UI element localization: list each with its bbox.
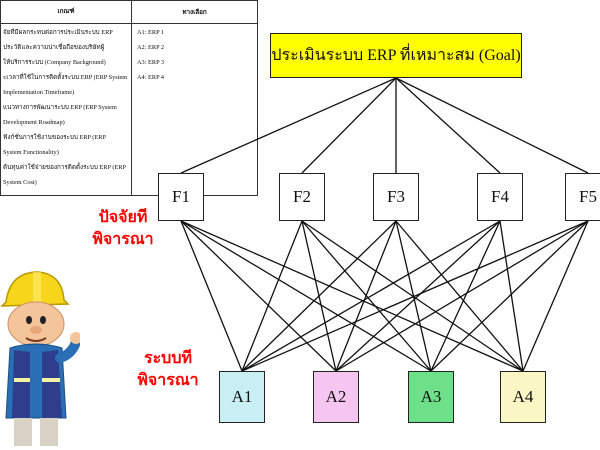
- f2-to-a1-line: [241, 220, 303, 372]
- factor-f5: F5: [565, 173, 600, 221]
- alternative-item: A3: ERP 3: [137, 59, 165, 66]
- systems-label-line2: พิจารณา: [137, 370, 199, 389]
- criteria-line: ให้บริการระบบ (Company Background): [3, 59, 106, 66]
- header-alternatives: ทางเลือก: [182, 9, 207, 16]
- f5-to-a2-line: [335, 220, 589, 372]
- f2-to-a4-line: [301, 220, 524, 372]
- criteria-table: เกณฑ์ ทางเลือก จัยที่มีผลกระทบต่อการประเ…: [0, 0, 258, 196]
- criteria-line: ต้นทุนค่าใช้จ่ายของการติดตั้งระบบ ERP (E…: [3, 164, 126, 171]
- criteria-line: ฟังก์ชั่นการใช้งานของระบบ ERP (ERP: [3, 134, 106, 141]
- f5-to-a1-line: [241, 220, 589, 372]
- factor-f1: F1: [158, 173, 204, 221]
- alternative-a2: A2: [313, 371, 359, 423]
- goal-box: ประเมินระบบ ERP ที่เหมาะสม (Goal): [270, 33, 522, 78]
- alternative-a1: A1: [219, 371, 265, 423]
- goal-to-f2-line: [301, 77, 397, 174]
- alternative-a4: A4: [500, 371, 546, 423]
- criteria-line: Implementation Timeframe): [3, 89, 75, 96]
- systems-label: ระบบที พิจารณา: [128, 347, 208, 391]
- f4-to-a4-line: [499, 220, 524, 372]
- goal-to-f5-line: [395, 77, 589, 174]
- f4-to-a3-line: [430, 220, 501, 372]
- criteria-line: System Functionality): [3, 149, 59, 156]
- table-header: เกณฑ์ ทางเลือก: [1, 1, 257, 24]
- construction-worker-mascot-icon: [0, 271, 80, 446]
- criteria-line: ประวัติและความน่าเชื่อถือของบริษัทผู้: [3, 44, 105, 51]
- f5-to-a4-line: [522, 220, 589, 372]
- factors-label: ปัจจัยที พิจารณา: [78, 206, 168, 250]
- alternative-item: A1: ERP 1: [137, 29, 165, 36]
- f5-to-a3-line: [430, 220, 589, 372]
- factor-f3: F3: [373, 173, 419, 221]
- alternative-item: A2: ERP 2: [137, 44, 165, 51]
- f1-to-a2-line: [180, 220, 337, 372]
- f1-to-a3-line: [180, 220, 432, 372]
- alternatives-column: A1: ERP 1 A2: ERP 2 A3: ERP 3 A4: ERP 4: [135, 23, 257, 195]
- criteria-line: แนวทางการพัฒนาระบบ ERP (ERP System: [3, 104, 117, 111]
- criteria-line: ะเวลาที่ใช้ในการติดตั้งระบบ ERP (ERP Sys…: [3, 74, 128, 81]
- header-criteria: เกณฑ์: [1, 1, 132, 23]
- goal-to-f4-line: [395, 77, 501, 174]
- alternative-a3: A3: [408, 371, 454, 423]
- alternative-item: A4: ERP 4: [137, 74, 165, 81]
- criteria-column: จัยที่มีผลกระทบต่อการประเมินระบบ ERP ประ…: [1, 23, 132, 195]
- factors-label-line2: พิจารณา: [92, 229, 154, 248]
- f1-to-a4-line: [180, 220, 524, 372]
- factor-f4: F4: [477, 173, 523, 221]
- factors-label-line1: ปัจจัยที: [98, 207, 148, 226]
- f4-to-a2-line: [335, 220, 501, 372]
- criteria-line: System Cost): [3, 179, 37, 186]
- f3-to-a2-line: [335, 220, 397, 372]
- f3-to-a1-line: [241, 220, 397, 372]
- goal-to-f1-line: [180, 77, 397, 174]
- f1-to-a1-line: [180, 220, 243, 372]
- factor-to-alternative-lines: [180, 220, 589, 372]
- factor-f2: F2: [279, 173, 325, 221]
- f4-to-a1-line: [241, 220, 501, 372]
- f3-to-a4-line: [395, 220, 524, 372]
- systems-label-line1: ระบบที: [143, 348, 193, 367]
- criteria-line: Development Roadmap): [3, 119, 65, 126]
- criteria-line: จัยที่มีผลกระทบต่อการประเมินระบบ ERP: [3, 29, 113, 36]
